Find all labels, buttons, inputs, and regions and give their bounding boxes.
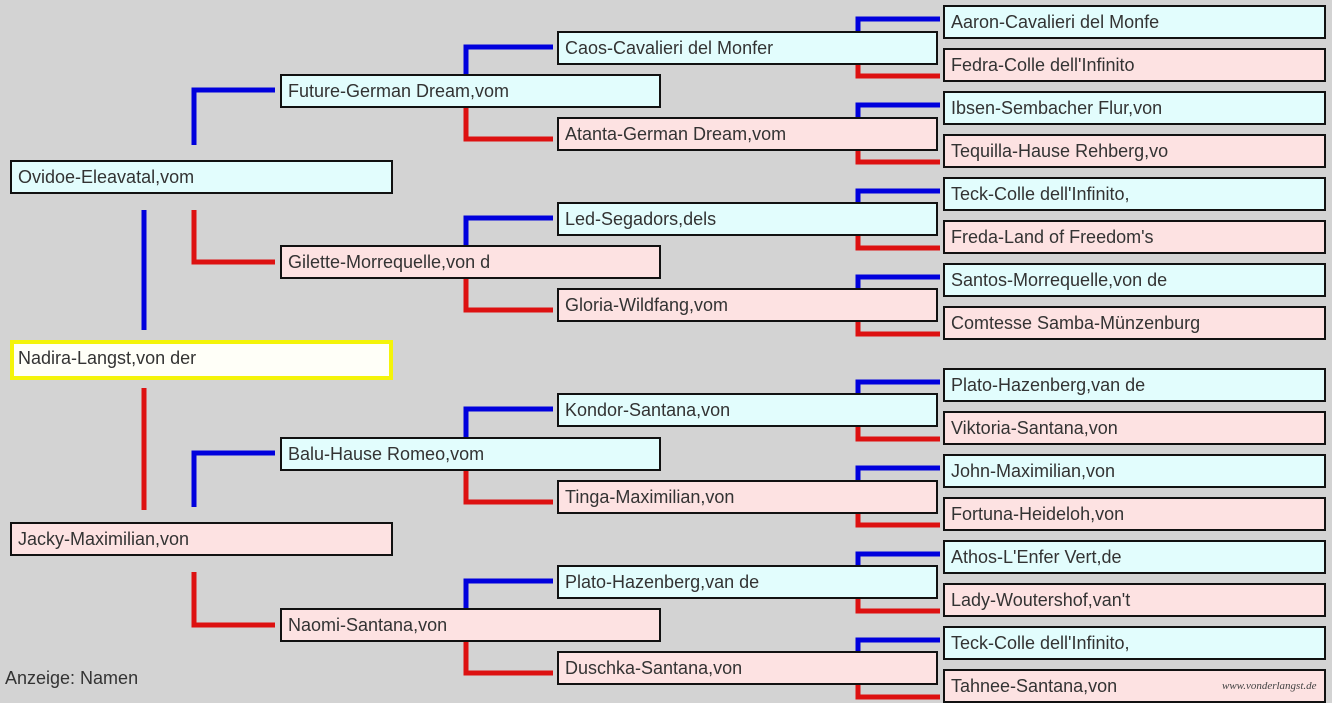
great-great-grandparent-box[interactable]: Freda-Land of Freedom's bbox=[943, 220, 1326, 254]
sire-line bbox=[191, 450, 275, 507]
great-great-grandparent-box[interactable]: Plato-Hazenberg,van de bbox=[943, 368, 1326, 402]
sire-line bbox=[855, 102, 940, 117]
dam-line bbox=[855, 322, 940, 337]
sire-line bbox=[463, 406, 553, 437]
great-great-grandparent-box[interactable]: Fortuna-Heideloh,von bbox=[943, 497, 1326, 531]
sire-line bbox=[463, 44, 553, 74]
dam-box[interactable]: Jacky-Maximilian,von bbox=[10, 522, 393, 556]
dam-line bbox=[463, 279, 553, 313]
great-grandparent-box[interactable]: Tinga-Maximilian,von bbox=[557, 480, 938, 514]
sire-line bbox=[463, 215, 553, 245]
great-grandparent-box[interactable]: Atanta-German Dream,vom bbox=[557, 117, 938, 151]
great-great-grandparent-box[interactable]: Lady-Woutershof,van't bbox=[943, 583, 1326, 617]
dam-line bbox=[855, 514, 940, 528]
great-grandparent-box[interactable]: Duschka-Santana,von bbox=[557, 651, 938, 685]
sire-line bbox=[855, 274, 940, 288]
great-great-grandparent-box[interactable]: Athos-L'Enfer Vert,de bbox=[943, 540, 1326, 574]
grandparent-box[interactable]: Naomi-Santana,von bbox=[280, 608, 661, 642]
dam-line bbox=[463, 108, 553, 142]
great-grandparent-box[interactable]: Led-Segadors,dels bbox=[557, 202, 938, 236]
display-mode-label: Anzeige: Namen bbox=[5, 668, 139, 688]
dam-line bbox=[463, 642, 553, 676]
sire-line bbox=[191, 87, 275, 145]
dam-line bbox=[855, 65, 940, 79]
great-great-grandparent-box[interactable]: Teck-Colle dell'Infinito, bbox=[943, 177, 1326, 211]
grandparent-box[interactable]: Future-German Dream,vom bbox=[280, 74, 661, 108]
subject-box[interactable]: Nadira-Langst,von der bbox=[10, 340, 393, 380]
grandparent-box[interactable]: Balu-Hause Romeo,vom bbox=[280, 437, 661, 471]
dam-line bbox=[855, 427, 940, 442]
great-great-grandparent-box[interactable]: Comtesse Samba-Münzenburg bbox=[943, 306, 1326, 340]
sire-box[interactable]: Ovidoe-Eleavatal,vom bbox=[10, 160, 393, 194]
great-great-grandparent-box[interactable]: John-Maximilian,von bbox=[943, 454, 1326, 488]
dam-line bbox=[855, 685, 940, 700]
dam-line bbox=[191, 210, 275, 265]
sire-line bbox=[855, 637, 940, 651]
dam-line bbox=[855, 151, 940, 165]
great-great-grandparent-box[interactable]: Fedra-Colle dell'Infinito bbox=[943, 48, 1326, 82]
watermark: www.vonderlangst.de bbox=[1222, 680, 1317, 692]
great-great-grandparent-box[interactable]: Ibsen-Sembacher Flur,von bbox=[943, 91, 1326, 125]
great-great-grandparent-box[interactable]: Tahnee-Santana,von bbox=[943, 669, 1326, 703]
dam-line bbox=[463, 471, 553, 505]
sire-line bbox=[855, 16, 940, 31]
sire-line bbox=[855, 379, 940, 393]
great-great-grandparent-box[interactable]: Aaron-Cavalieri del Monfe bbox=[943, 5, 1326, 39]
great-great-grandparent-box[interactable]: Tequilla-Hause Rehberg,vo bbox=[943, 134, 1326, 168]
great-great-grandparent-box[interactable]: Teck-Colle dell'Infinito, bbox=[943, 626, 1326, 660]
sire-line bbox=[855, 551, 940, 565]
dam-line bbox=[855, 599, 940, 614]
great-grandparent-box[interactable]: Kondor-Santana,von bbox=[557, 393, 938, 427]
sire-line bbox=[463, 578, 553, 608]
sire-line bbox=[855, 465, 940, 480]
great-grandparent-box[interactable]: Plato-Hazenberg,van de bbox=[557, 565, 938, 599]
grandparent-box[interactable]: Gilette-Morrequelle,von d bbox=[280, 245, 661, 279]
great-great-grandparent-box[interactable]: Santos-Morrequelle,von de bbox=[943, 263, 1326, 297]
great-grandparent-box[interactable]: Caos-Cavalieri del Monfer bbox=[557, 31, 938, 65]
dam-line bbox=[191, 572, 275, 628]
great-great-grandparent-box[interactable]: Viktoria-Santana,von bbox=[943, 411, 1326, 445]
sire-line bbox=[855, 188, 940, 202]
great-grandparent-box[interactable]: Gloria-Wildfang,vom bbox=[557, 288, 938, 322]
dam-line bbox=[855, 236, 940, 251]
